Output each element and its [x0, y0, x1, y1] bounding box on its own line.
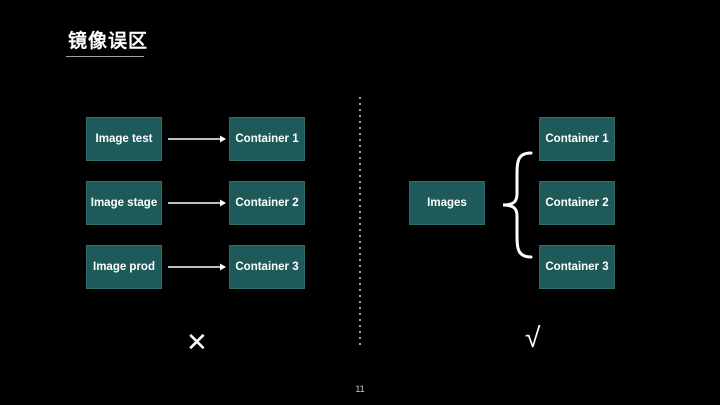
- page-number: 11: [355, 384, 365, 394]
- left-container-2-box: Container 2: [229, 181, 305, 225]
- image-prod-box: Image prod: [86, 245, 162, 289]
- title-underline: [66, 56, 144, 57]
- arrow-right-icon: [168, 199, 226, 207]
- right-container-3-box: Container 3: [539, 245, 615, 289]
- arrow-right-icon: [168, 263, 226, 271]
- images-box: Images: [409, 181, 485, 225]
- right-container-1-box: Container 1: [539, 117, 615, 161]
- left-container-3-box: Container 3: [229, 245, 305, 289]
- image-test-box: Image test: [86, 117, 162, 161]
- image-stage-box: Image stage: [86, 181, 162, 225]
- slide-title: 镜像误区: [68, 30, 149, 52]
- cross-icon: ✕: [186, 327, 208, 357]
- curly-brace-icon: [502, 151, 533, 259]
- dotted-divider: [359, 95, 361, 345]
- left-container-1-box: Container 1: [229, 117, 305, 161]
- arrow-right-icon: [168, 135, 226, 143]
- check-icon: √: [525, 322, 541, 353]
- right-container-2-box: Container 2: [539, 181, 615, 225]
